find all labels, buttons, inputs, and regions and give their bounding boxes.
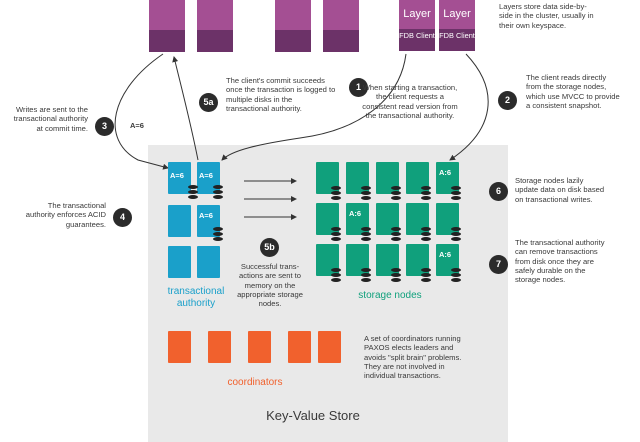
storage-disk-stack	[391, 268, 401, 282]
fdb-client-box-1: FDB Client	[399, 29, 435, 51]
disk-icon	[213, 195, 223, 199]
disk-icon	[213, 237, 223, 241]
arrow-commit-ack	[172, 56, 199, 161]
storage-node-r1c4	[406, 162, 429, 194]
tx-node-6	[197, 246, 220, 278]
client-server-2	[197, 0, 233, 52]
coordinator-node-2	[208, 331, 231, 363]
storage-disk-stack	[451, 268, 461, 282]
step-3-badge: 3	[95, 117, 114, 136]
storage-disk-stack	[451, 186, 461, 200]
step-6-text: Storage nodes lazily update data on disk…	[515, 176, 605, 204]
tx-node-tag: A=6	[199, 171, 213, 180]
step-7-badge: 7	[489, 255, 508, 274]
storage-disk-stack	[361, 227, 371, 241]
storage-node-r2c4	[406, 203, 429, 235]
step-7-text: The transactional authority can remove t…	[515, 238, 605, 285]
arrow-read-version	[221, 53, 407, 161]
step-5a-text: The client's commit succeeds once the tr…	[226, 76, 336, 113]
storage-node-tag: A:6	[349, 209, 362, 218]
storage-node-r2c5	[436, 203, 459, 235]
coordinator-node-3	[248, 331, 271, 363]
step-1-badge: 1	[349, 78, 368, 97]
storage-node-r1c5: A:6	[436, 162, 459, 194]
storage-disk-stack	[361, 268, 371, 282]
storage-node-r3c3	[376, 244, 399, 276]
storage-node-r1c3	[376, 162, 399, 194]
storage-node-r3c5: A:6	[436, 244, 459, 276]
coordinator-node-5	[318, 331, 341, 363]
step-6-badge: 6	[489, 182, 508, 201]
coordinator-node-4	[288, 331, 311, 363]
tx-node-tag: A=6	[199, 211, 213, 220]
step-2-text: The client reads directly from the stora…	[526, 73, 620, 110]
disk-icon	[213, 190, 223, 194]
step-5b-text: Successful trans-actions are sent to mem…	[237, 262, 303, 309]
fdb-client-box-2: FDB Client	[439, 29, 475, 51]
storage-node-r3c2	[346, 244, 369, 276]
coordinators-note: A set of coordinators running PAXOS elec…	[364, 334, 462, 381]
step-1-text: When starting a transaction, the client …	[362, 83, 458, 120]
storage-node-r3c4	[406, 244, 429, 276]
storage-disk-stack	[421, 186, 431, 200]
coordinators-label: coordinators	[227, 377, 283, 388]
storage-node-tag: A:6	[439, 250, 452, 259]
arrow-label-a6: A=6	[130, 121, 144, 130]
disk-icon	[188, 185, 198, 189]
storage-node-r1c2	[346, 162, 369, 194]
arrow-write-commit	[114, 53, 169, 170]
storage-disk-stack	[391, 186, 401, 200]
storage-disk-stack	[421, 227, 431, 241]
step-4-text: The transactional authority enforces ACI…	[25, 201, 106, 229]
storage-nodes-label: storage nodes	[358, 290, 422, 301]
storage-node-r3c1	[316, 244, 339, 276]
disk-icon	[213, 232, 223, 236]
transactional-authority-label: transactional authority	[167, 286, 225, 309]
tx-node-5	[168, 246, 191, 278]
storage-disk-stack	[331, 268, 341, 282]
disk-icon	[213, 185, 223, 189]
storage-disk-stack	[331, 227, 341, 241]
storage-disk-stack	[391, 227, 401, 241]
step-4-badge: 4	[113, 208, 132, 227]
storage-node-tag: A:6	[439, 168, 452, 177]
storage-node-r1c1	[316, 162, 339, 194]
layers-note: Layers store data side-by-side in the cl…	[499, 2, 594, 30]
storage-disk-stack	[421, 268, 431, 282]
client-server-1	[149, 0, 185, 52]
tx-node-tag: A=6	[170, 171, 184, 180]
tx-node-1: A=6	[168, 162, 191, 194]
storage-node-r2c2: A:6	[346, 203, 369, 235]
key-value-store-title: Key-Value Store	[266, 408, 360, 423]
storage-node-r2c3	[376, 203, 399, 235]
disk-icon	[188, 195, 198, 199]
storage-node-r2c1	[316, 203, 339, 235]
key-value-store-panel	[148, 145, 508, 442]
disk-icon	[188, 190, 198, 194]
disk-icon	[213, 227, 223, 231]
client-server-3	[275, 0, 311, 52]
layer-box-1: Layer	[399, 0, 435, 29]
step-5b-badge: 5b	[260, 238, 279, 257]
client-server-4	[323, 0, 359, 52]
step-3-text: Writes are sent to the transactional aut…	[13, 105, 88, 133]
coordinator-node-1	[168, 331, 191, 363]
step-2-badge: 2	[498, 91, 517, 110]
storage-disk-stack	[331, 186, 341, 200]
arrow-direct-read	[449, 53, 489, 161]
tx-node-3	[168, 205, 191, 237]
step-5a-badge: 5a	[199, 93, 218, 112]
layer-box-2: Layer	[439, 0, 475, 29]
storage-disk-stack	[451, 227, 461, 241]
storage-disk-stack	[361, 186, 371, 200]
